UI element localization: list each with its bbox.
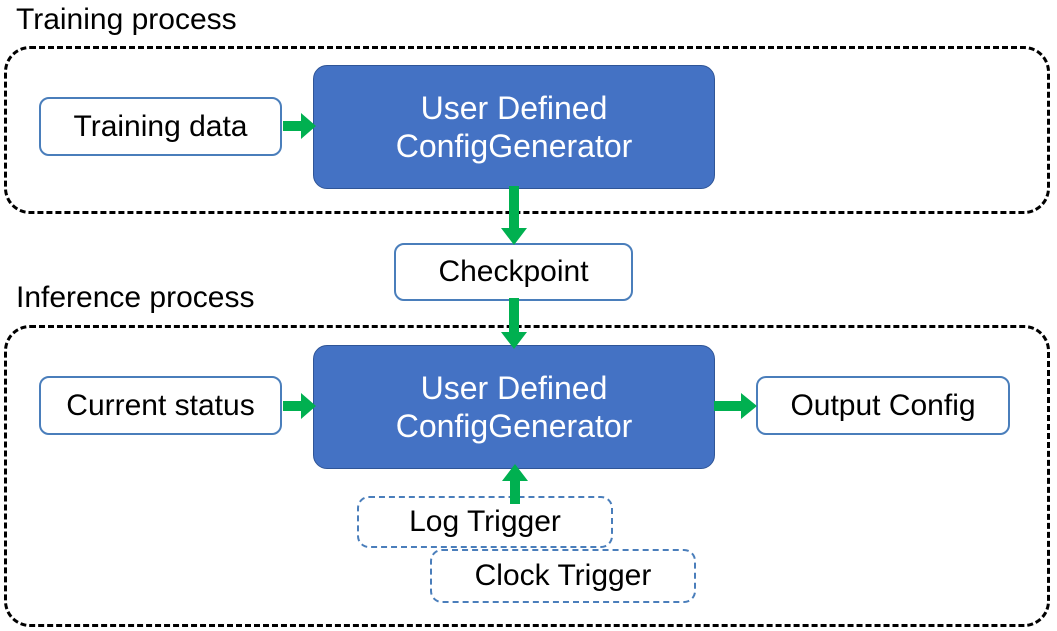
node-clock-trigger[interactable]: Clock Trigger: [430, 549, 696, 603]
node-current-status[interactable]: Current status: [39, 376, 282, 435]
inference-process-caption: Inference process: [16, 281, 255, 314]
node-train-config-generator-line2: ConfigGenerator: [395, 128, 633, 164]
node-log-trigger[interactable]: Log Trigger: [357, 496, 613, 548]
node-inference-config-generator-line2: ConfigGenerator: [395, 408, 633, 444]
arrow-train-generator-to-checkpoint: [498, 186, 530, 246]
inference-process-container: [4, 325, 1050, 627]
node-checkpoint[interactable]: Checkpoint: [394, 243, 633, 301]
node-train-config-generator-line1: User Defined: [420, 90, 608, 126]
node-training-data[interactable]: Training data: [39, 97, 282, 156]
arrow-log-trigger-to-inference-generator: [499, 464, 531, 504]
arrow-current-status-to-inference-generator: [283, 390, 317, 422]
training-process-caption: Training process: [16, 3, 237, 36]
arrow-inference-generator-to-output-config: [714, 390, 758, 422]
arrow-checkpoint-to-inference-generator: [498, 298, 530, 350]
node-train-config-generator[interactable]: User Defined ConfigGenerator: [313, 65, 715, 189]
node-inference-config-generator-line1: User Defined: [420, 370, 608, 406]
node-output-config[interactable]: Output Config: [756, 376, 1010, 435]
training-process-container: [4, 46, 1050, 214]
arrow-training-data-to-generator: [283, 110, 317, 142]
node-inference-config-generator[interactable]: User Defined ConfigGenerator: [313, 345, 715, 469]
